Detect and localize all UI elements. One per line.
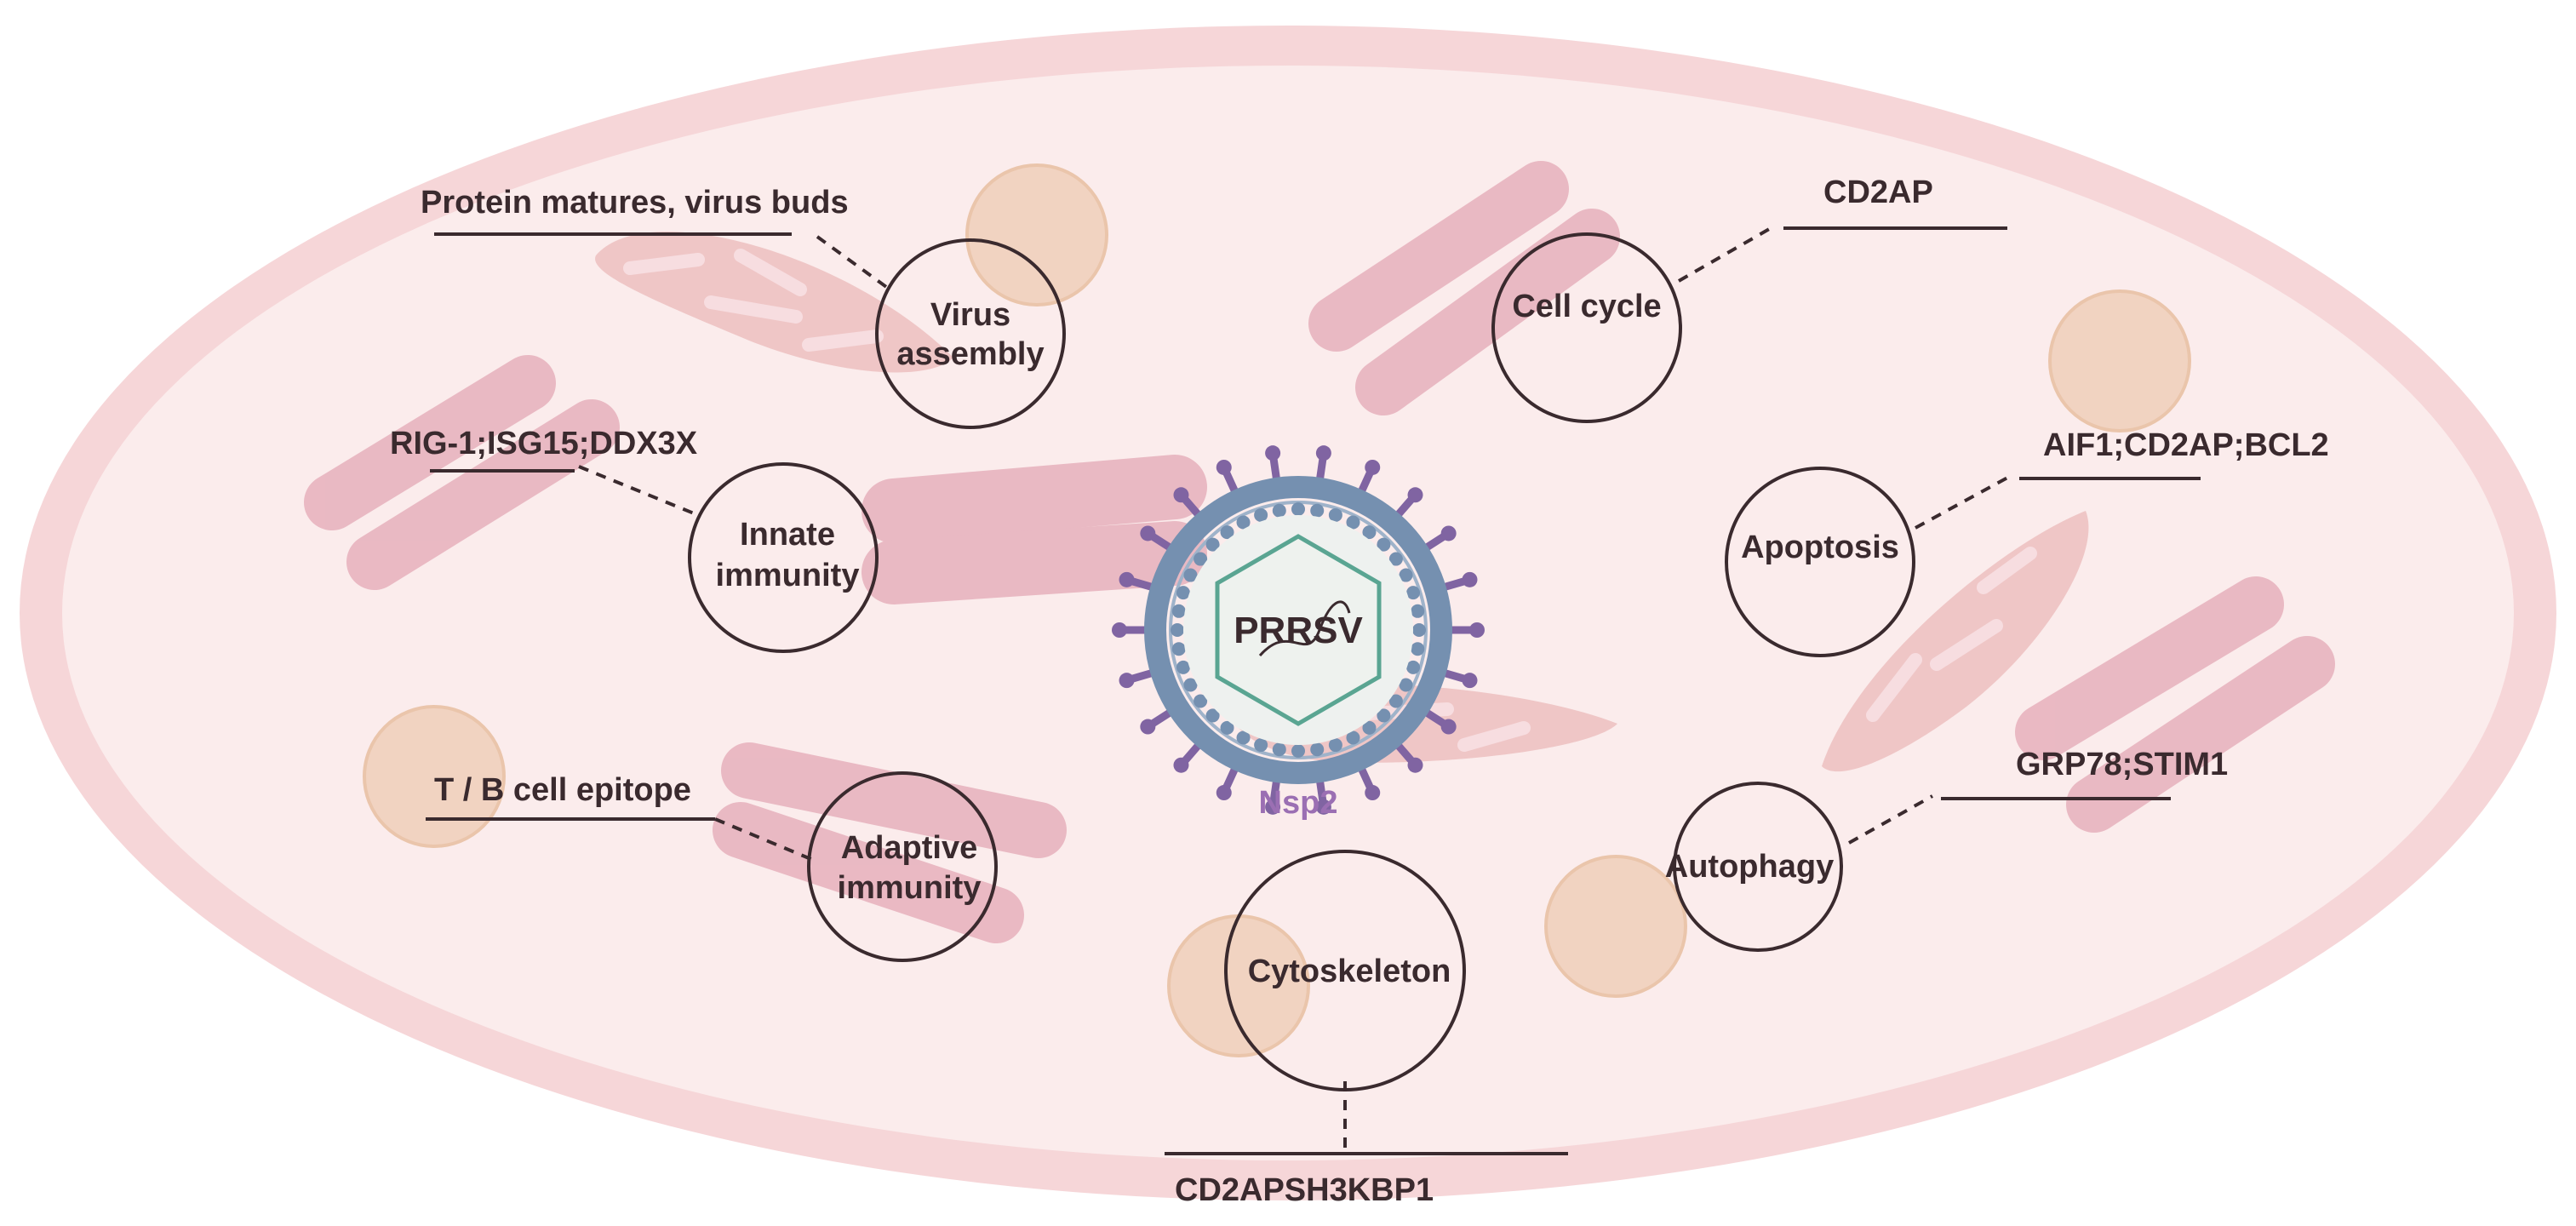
virus-name: PRRSV [1234,610,1363,651]
innate-immunity-circle [688,462,879,653]
lipid-bead [1310,742,1325,757]
cytoskeleton-note: CD2APSH3KBP1 [1175,1172,1434,1208]
lipid-bead [1399,568,1413,582]
lipid-bead [1399,678,1413,692]
apoptosis-label: Apoptosis [1741,530,1899,565]
lipid-bead [1411,604,1425,618]
lipid-bead [1272,742,1286,757]
virus-assembly-label-2: assembly [896,336,1044,372]
nsp2-label: Nsp2 [1259,785,1338,821]
lipid-bead [1328,507,1342,522]
lipid-bead [1362,525,1377,540]
lipid-bead [1254,738,1268,753]
lipid-bead [1406,586,1421,600]
organelle-tubes [304,161,2335,943]
lipid-bead [1272,503,1286,518]
lipid-bead [1171,642,1186,656]
lipid-bead [1328,738,1342,753]
cytoskeleton-circle [1224,850,1466,1091]
adaptive-immunity-circle [807,771,998,962]
innate-immunity-label-2: immunity [716,558,860,593]
lipid-beads [1171,502,1426,758]
lipid-bead [1194,552,1208,566]
lipid-bead [1183,568,1198,582]
lipid-bead [1310,503,1325,518]
lipid-bead [1388,552,1403,566]
lipid-bead [1377,708,1391,723]
lipid-bead [1362,720,1377,735]
lipid-bead [1220,525,1234,540]
lipid-bead [1171,604,1186,618]
viral-capsid [1215,534,1382,726]
lipid-bead [1412,623,1426,637]
cell-cycle-note: CD2AP [1823,175,1933,210]
lipid-bead [1236,515,1251,530]
connectors [578,226,2010,1154]
process-circles [688,232,1915,1091]
vesicles [363,163,2191,1057]
lipid-bead [1171,623,1184,637]
lipid-bead [1377,537,1391,552]
lipid-bead [1388,694,1403,708]
lipid-bead [1220,720,1234,735]
adaptive-immunity-label-1: Adaptive [841,830,977,866]
lipid-bead [1205,537,1220,552]
innate-immunity-note: RIG-1;ISG15;DDX3X [390,426,698,461]
viral-envelope [1144,476,1452,784]
apoptosis-note: AIF1;CD2AP;BCL2 [2043,427,2329,463]
lipid-bead [1205,708,1220,723]
innate-immunity-label-1: Innate [740,517,835,553]
adaptive-immunity-label-2: immunity [838,870,982,906]
viral-rna [1258,600,1351,656]
virus-assembly-note: Protein matures, virus buds [421,185,849,221]
adaptive-immunity-note: T / B cell epitope [434,772,691,808]
lipid-bead [1236,730,1251,745]
lipid-bead [1291,502,1305,516]
apoptosis-circle [1725,467,1915,657]
virus-assembly-circle [875,238,1066,429]
autophagy-label: Autophagy [1665,849,1834,885]
lipid-bead [1406,660,1421,674]
lipid-bead [1183,678,1198,692]
lipid-bead [1291,744,1305,758]
lipid-bead [1254,507,1268,522]
lipid-bead [1176,586,1190,600]
virus-assembly-label-1: Virus [930,297,1010,333]
cytoskeleton-label: Cytoskeleton [1248,954,1451,989]
lipid-bead [1194,694,1208,708]
autophagy-note: GRP78;STIM1 [2016,747,2228,782]
lipid-bead [1346,730,1360,745]
lipid-bead [1346,515,1360,530]
autophagy-circle [1673,782,1843,952]
cell-cycle-label: Cell cycle [1512,289,1661,324]
lipid-bead [1176,660,1190,674]
note-underlines [426,226,2201,1155]
prrsv-virion: PRRSV [1112,445,1485,815]
lipid-bead [1411,642,1425,656]
cell-cycle-circle [1491,232,1682,423]
